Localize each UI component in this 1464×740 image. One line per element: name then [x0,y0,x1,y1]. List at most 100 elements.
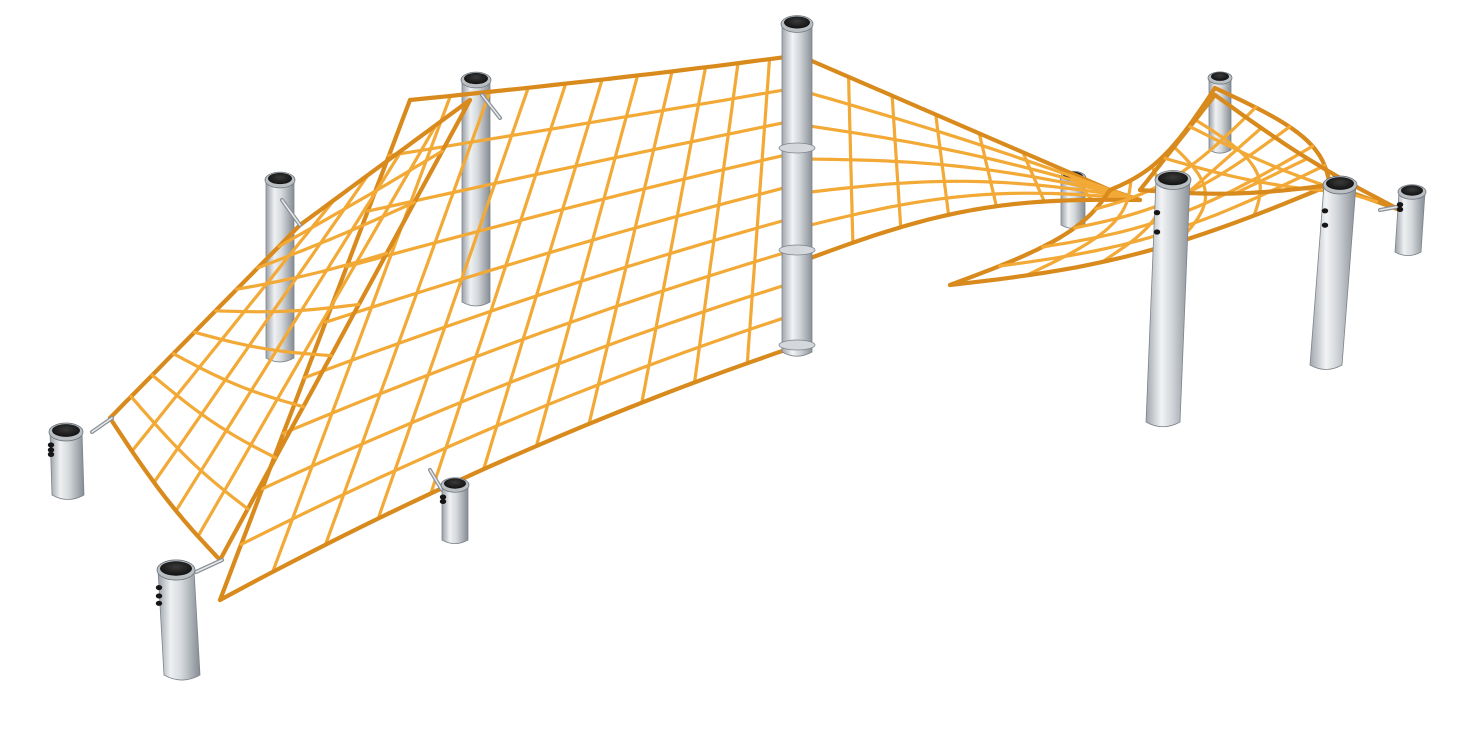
post-collar [778,142,816,154]
net-rope-horizontal [803,179,1132,199]
net-right-wing [947,85,1333,288]
post-body [441,484,469,545]
bolt [47,442,55,448]
shackle-front-left-highlight [195,559,223,573]
net-rope-horizontal [281,246,802,435]
net-rope-horizontal [277,149,444,248]
net-rope-vertical [692,61,740,384]
net-rope-vertical [534,73,640,448]
net-rope-vertical [323,90,492,547]
bolt [439,498,447,505]
post-body [49,431,85,500]
net-rope-horizontal [324,182,802,324]
shackle-front-mid-highlight [429,469,443,491]
post-body [781,23,813,357]
post-cap [1158,171,1188,186]
net-rope-vertical [1137,92,1218,193]
post-back-mid [460,71,492,307]
nets-layer [90,52,1404,603]
net-rope-horizontal [150,373,278,460]
post-cap [268,172,292,185]
net-tail-right [1137,92,1403,213]
net-rope-vertical [107,222,303,421]
net-rope-horizontal [192,330,333,358]
bolt [1153,210,1161,216]
post-body [1394,191,1426,257]
post-cap [160,561,192,576]
net-rope-horizontal [1163,156,1355,195]
post-right-front-tall [1145,170,1192,428]
bolt [155,600,163,606]
net-rope-horizontal [107,415,223,563]
net-rope-vertical [1233,156,1310,196]
net-rope-horizontal [260,279,802,491]
net-rope-horizontal [803,191,1137,228]
bolt [155,593,163,599]
posts-front-layer [47,15,1427,681]
net-rope-vertical [947,187,1113,288]
net-rope-horizontal [345,150,802,269]
net-rope-vertical [1185,126,1263,195]
bolt [1321,208,1329,214]
shackle-back-mid-highlight [481,94,501,119]
net-rope-vertical [640,65,708,405]
bolt [1153,229,1161,235]
bolt [47,451,55,457]
post-back-left [264,171,296,363]
net-left-wing [107,97,473,563]
net-rope-horizontal [947,182,1333,288]
post-front-mid-small [439,477,470,545]
net-rope-vertical [482,77,604,471]
net-rope-vertical [429,82,568,495]
post-body [157,569,201,681]
net-rope-horizontal [387,85,802,158]
net-rope-horizontal [235,251,389,291]
bolt [1396,202,1404,208]
net-rope-vertical [376,86,530,521]
post-far-right-small [1394,184,1427,257]
net-rope-horizontal [802,197,1143,263]
post-cap [784,16,810,29]
post-centre-tall [778,15,816,357]
post-right-mid-tall [1309,175,1358,370]
net-rope-horizontal [1212,92,1403,213]
post-cap [444,478,466,489]
post-collar [778,244,816,256]
post-body [265,179,295,363]
post-body [1309,184,1357,370]
bolt [47,447,55,453]
net-rope-horizontal [129,395,250,511]
post-body [1145,179,1191,428]
post-cap [52,424,80,437]
bolt [439,494,447,500]
bolt [1321,222,1329,228]
net-rope-horizontal [239,311,802,546]
net-rope-horizontal [366,117,802,213]
posts-back-layer [264,71,1233,363]
net-rope-vertical [196,123,438,538]
net-main [217,52,803,603]
net-rope-vertical [1024,178,1133,278]
net-rope-vertical [217,97,413,603]
net-rope-horizontal [297,97,473,228]
net-rope-vertical [271,94,452,574]
net-rope-vertical [1192,117,1262,218]
post-cap [1326,177,1354,190]
net-rope-horizontal [256,200,416,270]
net-rope-vertical [745,57,772,365]
post-cap [1401,185,1423,196]
net-rope-horizontal [803,123,1122,195]
post-cap [1211,72,1229,81]
net-rope-horizontal [302,214,802,380]
net-rope-vertical [152,173,370,484]
net-rope-horizontal [803,90,1117,194]
shackle-back-left-highlight [281,199,301,226]
net-rope-horizontal [214,302,361,314]
net-rope-vertical [130,198,336,453]
net-rope-horizontal [802,55,1113,193]
net-rope-horizontal [803,157,1127,197]
net-right [802,55,1143,263]
bolt [155,584,163,591]
